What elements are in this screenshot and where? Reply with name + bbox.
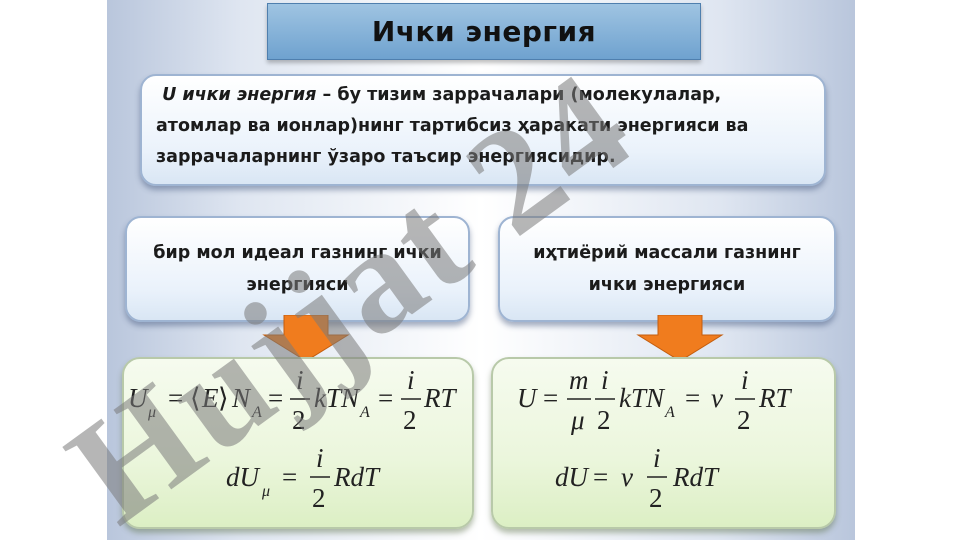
formula-r-equals-1: = xyxy=(543,383,558,413)
formula-RT: RT xyxy=(423,383,457,413)
one-mole-box: бир мол идеал газнинг ички энергияси xyxy=(125,216,470,322)
formula-E: E xyxy=(201,383,219,413)
definition-line-1-rest: бу тизим заррачалари (молекулалар, xyxy=(337,85,722,105)
formula-equals-1: = xyxy=(168,383,183,413)
definition-line-3: заррачаларнинг ўзаро таъсир энергиясидир… xyxy=(156,147,616,167)
definition-line-1: U ички энергия – бу тизим заррачалари (м… xyxy=(156,80,810,111)
formula-dU-i-numerator: i xyxy=(316,443,324,473)
formula-mu-subscript: μ xyxy=(147,404,156,421)
formula-r-i-numerator-2: i xyxy=(741,365,749,395)
formula-equals-3: = xyxy=(378,383,393,413)
definition-term: U ички энергия xyxy=(162,85,317,105)
one-mole-formula-box: U μ = ⟨ E ⟩ N A = i 2 kTN A = i 2 RT dU … xyxy=(122,357,474,529)
formula-r-two-denominator: 2 xyxy=(597,405,611,435)
formula-r-dU: dU xyxy=(555,462,590,492)
title-banner: Ички энергия xyxy=(267,3,701,60)
one-mole-line-1: бир мол идеал газнинг ички xyxy=(153,243,442,263)
formula-r-nu: ν xyxy=(711,383,723,413)
formula-r-m-numerator: m xyxy=(569,365,589,395)
definition-dash: – xyxy=(316,85,338,105)
formula-N: N xyxy=(231,383,252,413)
formula-equals-2: = xyxy=(268,383,283,413)
formula-r-kTN: kTN xyxy=(619,383,666,413)
formula-RdT: RdT xyxy=(333,462,381,492)
arrow-down-left-icon xyxy=(262,315,350,362)
formula-i-numerator-2: i xyxy=(407,365,415,395)
formula-r-equals-2: = xyxy=(685,383,700,413)
formula-r-A-subscript: A xyxy=(664,404,675,421)
one-mole-line-2: энергияси xyxy=(246,275,349,295)
formula-two-denominator: 2 xyxy=(292,405,306,435)
arbitrary-mass-formula-box: U = m μ i 2 kTN A = ν i 2 RT dU = ν i 2 … xyxy=(491,357,836,529)
formula-r-dU-two-denominator: 2 xyxy=(649,483,663,513)
definition-line-2: атомлар ва ионлар)нинг тартибсиз ҳаракат… xyxy=(156,116,749,136)
formula-kTN: kTN xyxy=(314,383,361,413)
formula-A-subscript: A xyxy=(251,404,262,421)
arbitrary-mass-formulas: U = m μ i 2 kTN A = ν i 2 RT dU = ν i 2 … xyxy=(517,365,792,513)
arbitrary-mass-box: иҳтиёрий массали газнинг ички энергияси xyxy=(498,216,836,322)
one-mole-formulas: U μ = ⟨ E ⟩ N A = i 2 kTN A = i 2 RT dU … xyxy=(128,365,457,513)
definition-box: U ички энергия – бу тизим заррачалари (м… xyxy=(140,74,826,186)
formula-dU-equals: = xyxy=(282,462,297,492)
formula-dU: dU xyxy=(226,462,261,492)
formula-r-U: U xyxy=(517,383,538,413)
formula-r-mu-denominator: μ xyxy=(570,405,585,435)
page-title: Ички энергия xyxy=(371,15,597,48)
formula-i-numerator: i xyxy=(296,365,304,395)
formula-dU-two-denominator: 2 xyxy=(312,483,326,513)
formula-U: U xyxy=(128,383,149,413)
formula-angle-close: ⟩ xyxy=(218,383,229,413)
formula-dU-mu-subscript: μ xyxy=(261,483,270,500)
formula-r-dU-equals: = xyxy=(593,462,608,492)
formula-r-dU-i-numerator: i xyxy=(653,443,661,473)
formula-A-subscript-2: A xyxy=(359,404,370,421)
formula-r-two-denominator-2: 2 xyxy=(737,405,751,435)
formula-r-dU-nu: ν xyxy=(621,462,633,492)
arbitrary-mass-line-1: иҳтиёрий массали газнинг xyxy=(533,243,801,263)
arbitrary-mass-line-2: ички энергияси xyxy=(588,275,746,295)
formula-r-i-numerator: i xyxy=(601,365,609,395)
formula-r-RT: RT xyxy=(758,383,792,413)
arrow-down-right-icon xyxy=(636,315,724,362)
formula-r-RdT: RdT xyxy=(672,462,720,492)
formula-two-denominator-2: 2 xyxy=(403,405,417,435)
formula-angle-open: ⟨ xyxy=(190,383,201,413)
